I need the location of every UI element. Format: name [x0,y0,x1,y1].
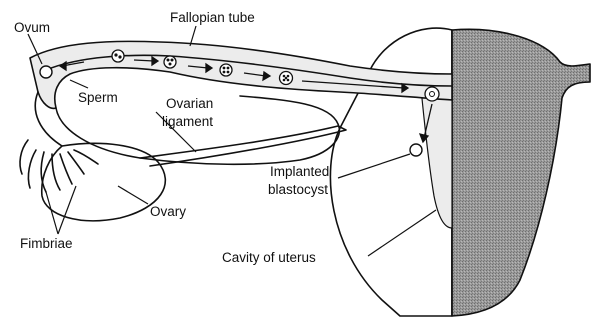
ovarian-ligament [140,126,346,166]
fimbriae-label: Fimbriae [20,236,73,251]
ovarian-ligament-label-line1: Ovarian [166,96,213,111]
zygote-1 [112,50,124,62]
implanted-blastocyst [410,144,422,156]
ovarian-ligament-label-line2: ligament [162,114,213,129]
zygote-2 [164,56,176,68]
ovum-label: Ovum [14,20,50,35]
ovary-label: Ovary [150,204,186,219]
implanted-blastocyst-label-line2: blastocyst [268,182,328,197]
cavity-of-uterus-label: Cavity of uterus [222,250,316,265]
uterus-cut-surface [452,29,590,316]
zygote-3 [220,64,232,76]
ovum [40,66,52,78]
morula [425,87,439,101]
fallopian-tube-label: Fallopian tube [170,10,255,25]
sperm-label: Sperm [78,90,118,105]
implanted-blastocyst-label-line1: Implanted [270,164,329,179]
